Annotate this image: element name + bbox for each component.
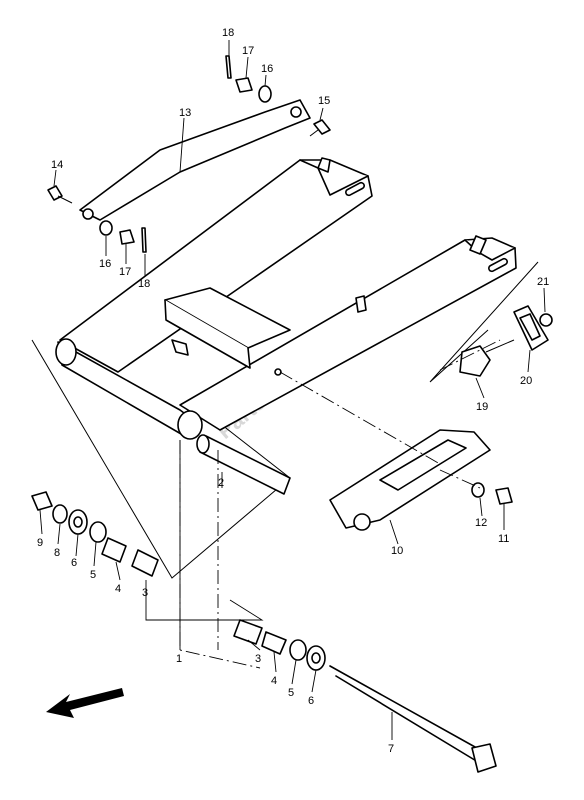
callout-3-left: 3 [142, 587, 148, 599]
bracket-3-left [145, 580, 264, 621]
callout-19: 19 [476, 401, 488, 413]
callout-2: 2 [218, 477, 224, 489]
bolt-11 [495, 487, 513, 505]
swingarm-assembly [55, 157, 517, 440]
callout-14: 14 [51, 159, 63, 171]
nut-9 [31, 491, 53, 511]
washer-16-top [258, 85, 272, 103]
bearing-3-right [233, 619, 263, 645]
callout-18-bottom: 18 [138, 278, 150, 290]
adjuster-plate-20 [513, 305, 549, 351]
callout-16-bottom: 16 [99, 258, 111, 270]
callout-10: 10 [391, 545, 403, 557]
callout-9: 9 [37, 537, 43, 549]
seal-6-left [68, 509, 88, 535]
callout-16-top: 16 [261, 63, 273, 75]
spacer-2 [196, 434, 291, 495]
axis-line-guide [439, 469, 481, 489]
washer-5-left [89, 521, 107, 543]
callout-6-left: 6 [71, 557, 77, 569]
callout-15: 15 [318, 95, 330, 107]
washer-5-right [289, 639, 307, 661]
cotter-pin-18-bottom [141, 227, 147, 253]
washer-8 [52, 504, 68, 524]
callout-20: 20 [520, 375, 532, 387]
washer-12 [471, 482, 485, 498]
callout-12: 12 [475, 517, 487, 529]
bushing-4-left [101, 537, 127, 563]
chain-adjuster-19 [459, 339, 515, 377]
leader-lines [39, 40, 546, 740]
torque-link-13 [79, 99, 311, 221]
callout-5-right: 5 [288, 687, 294, 699]
bearing-3-left [131, 549, 159, 577]
left-reference-plane [31, 339, 291, 579]
callout-4-right: 4 [271, 675, 277, 687]
washer-16-bottom [99, 220, 113, 236]
seal-6-right [306, 645, 326, 671]
cotter-pin-18-top [225, 55, 232, 79]
callout-21: 21 [537, 276, 549, 288]
direction-arrow-icon [46, 688, 124, 718]
callout-11: 11 [498, 533, 509, 545]
callout-7: 7 [388, 743, 394, 755]
nut-17-bottom [119, 229, 135, 245]
callout-6-right: 6 [308, 695, 314, 707]
bolt-14 [47, 185, 73, 204]
callout-3-right: 3 [255, 653, 261, 665]
callout-1: 1 [176, 653, 182, 665]
callout-17-top: 17 [242, 45, 254, 57]
callout-18-top: 18 [222, 27, 234, 39]
nut-17-top [235, 77, 253, 93]
pivot-axle-7 [329, 665, 497, 773]
callout-labels: 18 17 16 15 13 14 16 17 18 21 20 19 2 12… [37, 27, 549, 755]
callout-13: 13 [179, 107, 191, 119]
callout-5-left: 5 [90, 569, 96, 581]
chain-guide-10 [329, 429, 491, 531]
bolt-15 [309, 119, 331, 137]
nut-21 [539, 313, 553, 327]
axis-line-right-arm [279, 371, 441, 465]
callout-17-bottom: 17 [119, 266, 131, 278]
callout-4-left: 4 [115, 583, 121, 595]
bushing-4-right [261, 631, 287, 655]
right-reference-plane [429, 261, 539, 383]
callout-8: 8 [54, 547, 60, 559]
axis-line-adjuster [439, 339, 501, 371]
